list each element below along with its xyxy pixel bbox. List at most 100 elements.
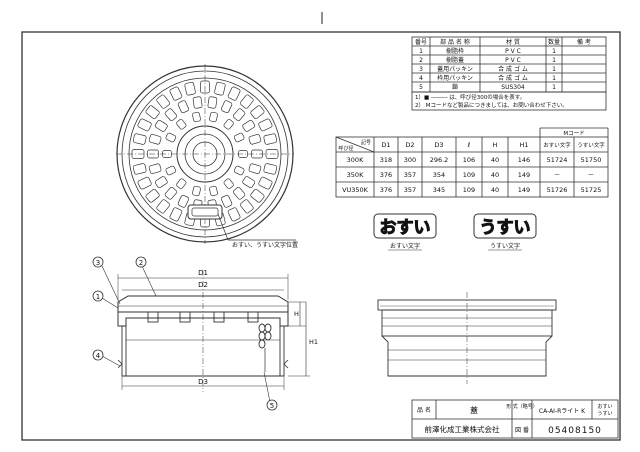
cover-slot xyxy=(165,132,177,143)
cover-slot xyxy=(250,189,265,203)
section-view xyxy=(101,265,310,403)
parts-row-qty: 1 xyxy=(552,66,556,73)
title-model-label: 形 式（略号） xyxy=(506,403,538,410)
cover-slot xyxy=(176,178,187,189)
cover-slot xyxy=(154,176,168,189)
dim-cell: 296.2 xyxy=(430,156,449,164)
callout-4: 4 xyxy=(96,352,101,360)
cover-slot xyxy=(169,207,183,222)
parts-header-material: 材 質 xyxy=(506,38,520,46)
cover-slot xyxy=(164,186,178,200)
dim-cell: 357 xyxy=(404,186,416,194)
cover-slot xyxy=(242,176,256,189)
cover-slot xyxy=(220,194,233,208)
dim-cell: 350K xyxy=(347,171,364,179)
cover-slot xyxy=(132,133,147,145)
dim-cell: 146 xyxy=(518,156,530,164)
cover-slot xyxy=(177,194,190,208)
cover-slot xyxy=(176,119,187,130)
cover-slot xyxy=(209,185,218,197)
cover-slot xyxy=(233,132,245,143)
plan-view xyxy=(116,64,296,244)
dim-cell: 51725 xyxy=(581,186,602,194)
cover-slot xyxy=(145,105,160,119)
note-2: 2） Mコードなど製品につきましては、お問い合わせ下さい。 xyxy=(415,101,568,109)
parts-header-remarks: 備 考 xyxy=(577,38,591,46)
dim-cell: 300 xyxy=(404,156,416,164)
parts-row-qty: 1 xyxy=(552,84,556,91)
cover-slot xyxy=(132,163,147,175)
cover-slot xyxy=(148,134,162,145)
mcode-col-header: おすい文字 xyxy=(543,141,571,149)
dim-cell: 51726 xyxy=(547,186,568,194)
dim-cell: 354 xyxy=(433,171,445,179)
notes-box xyxy=(411,91,607,111)
callout-1: 1 xyxy=(96,293,100,301)
dim-cell: 51724 xyxy=(547,156,568,164)
dim-cell: 376 xyxy=(380,171,392,179)
dim-cell: 318 xyxy=(380,156,392,164)
cover-slot xyxy=(227,86,241,101)
letter-position-label: おすい、うすい文字位置 xyxy=(232,241,298,249)
cover-slot xyxy=(232,186,246,200)
cover-slot xyxy=(242,119,256,132)
cover-slot xyxy=(240,94,254,109)
dim-cell: 40 xyxy=(491,171,499,179)
cover-slot xyxy=(137,118,152,132)
dim-cell: 149 xyxy=(518,171,530,179)
dim-corner-symbol: 記号 xyxy=(361,139,371,146)
cover-slot xyxy=(232,108,246,122)
dim-cell: 51750 xyxy=(581,156,602,164)
cover-slot xyxy=(227,207,241,222)
side-view xyxy=(377,292,557,384)
cover-slot xyxy=(192,111,201,123)
dim-col-header: D3 xyxy=(434,141,443,149)
cover-slot xyxy=(184,81,196,96)
title-variant-usui: うすい xyxy=(597,411,612,417)
sheet-border xyxy=(21,31,621,441)
dim-cell: 149 xyxy=(518,186,530,194)
parts-row-material: SUS304 xyxy=(501,84,525,91)
parts-row-qty: 1 xyxy=(552,57,556,64)
parts-row-material: P V C xyxy=(505,48,521,55)
dim-col-header: D1 xyxy=(381,141,390,149)
drawing-number: 05408150 xyxy=(548,426,602,436)
dim-cell: － xyxy=(554,171,561,179)
cover-slot xyxy=(250,105,265,119)
cover-slot xyxy=(169,86,183,101)
parts-row-material: 合 成 ゴ ム xyxy=(498,74,528,82)
dim-cell: 109 xyxy=(463,171,475,179)
dim-cell: 40 xyxy=(491,186,499,194)
dim-cell: 376 xyxy=(380,186,392,194)
dim-h-label: H xyxy=(294,310,299,318)
cover-slot xyxy=(148,163,162,174)
parts-row-material: 合 成 ゴ ム xyxy=(498,65,528,73)
parts-row-name: 鎖 xyxy=(452,83,458,91)
parts-row-no: 5 xyxy=(419,84,423,91)
dim-cell: 357 xyxy=(404,171,416,179)
cover-slot xyxy=(248,163,262,174)
cover-slot xyxy=(207,96,218,109)
usui-lettering-box xyxy=(473,213,537,239)
dim-col-header: D2 xyxy=(405,141,414,149)
cover-slot xyxy=(165,165,177,176)
cover-slot xyxy=(223,178,234,189)
cover-slot xyxy=(209,111,218,123)
callout-3: 3 xyxy=(96,259,100,267)
cover-slot xyxy=(233,165,245,176)
cover-slot xyxy=(214,81,226,96)
osui-caption: おすい文字 xyxy=(390,242,420,250)
cover-slot xyxy=(154,119,168,132)
dimension-table xyxy=(335,127,609,198)
parts-row-no: 1 xyxy=(419,48,423,55)
dim-d2-label: D2 xyxy=(198,281,208,289)
osui-lettering-box xyxy=(373,213,437,239)
parts-row-name: 枠用パッキン xyxy=(437,74,473,82)
parts-header-name: 部 品 名 称 xyxy=(440,38,470,46)
cover-slot xyxy=(263,133,278,145)
dim-corner-size: 呼び径 xyxy=(338,145,353,152)
mcode-col-header: うすい文字 xyxy=(577,141,605,149)
parts-row-name: 樹脂蓋 xyxy=(446,56,464,64)
cover-slot xyxy=(177,100,190,114)
